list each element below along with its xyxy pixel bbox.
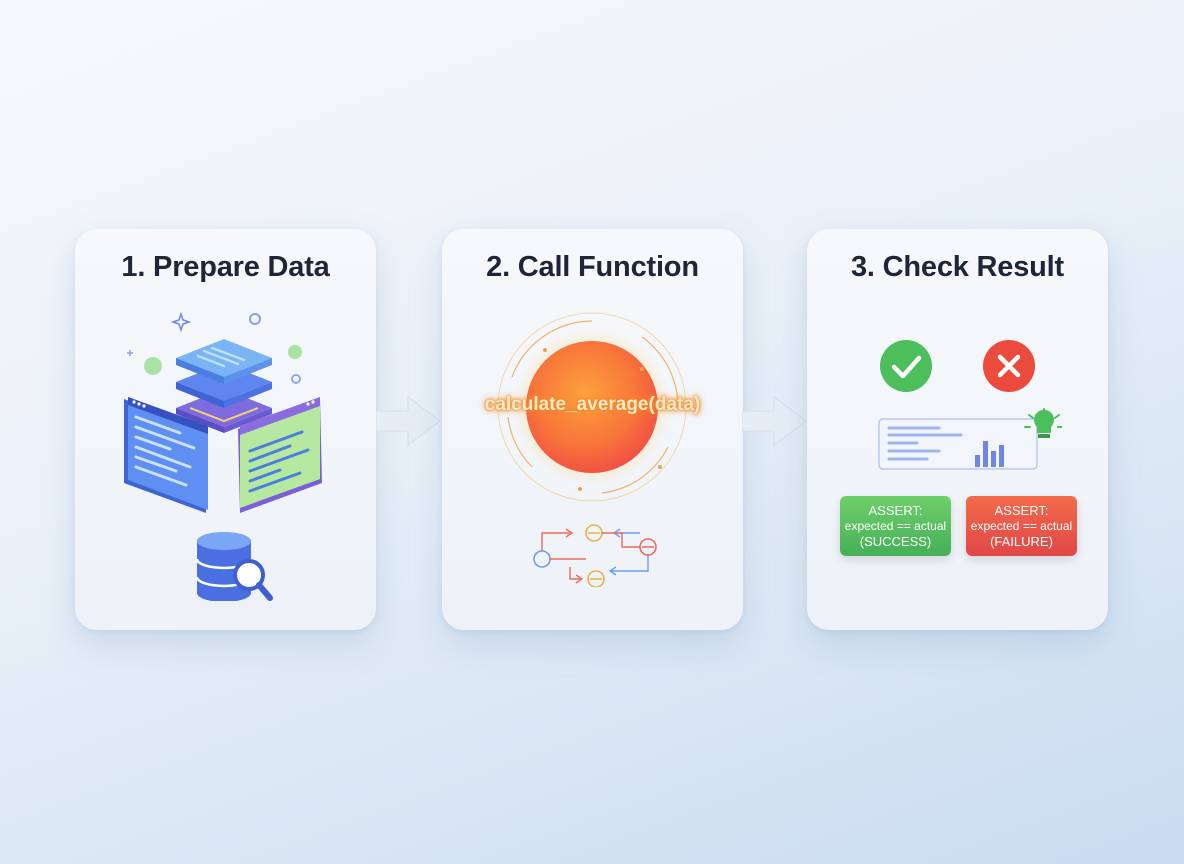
decor-dot bbox=[249, 313, 261, 325]
assert-expression: expected == actual bbox=[970, 519, 1073, 533]
database-search-icon bbox=[195, 532, 273, 601]
flow-circuit-icon bbox=[533, 524, 657, 587]
function-call-label: calculate_average(data) bbox=[484, 394, 701, 415]
flow-arrow bbox=[376, 396, 441, 446]
step-card-prepare-data: 1. Prepare Data bbox=[75, 229, 376, 630]
report-chart-icon bbox=[878, 408, 1062, 470]
data-stack-icon bbox=[124, 311, 322, 601]
step-card-check-result: 3. Check Result ASSERT: expected == actu… bbox=[807, 229, 1108, 630]
code-window-right bbox=[238, 397, 322, 513]
assert-failure-badge: ASSERT: expected == actual (FAILURE) bbox=[966, 496, 1077, 556]
function-orb-icon bbox=[497, 312, 687, 502]
assert-label: ASSERT: bbox=[994, 503, 1049, 518]
assert-status: (FAILURE) bbox=[990, 534, 1053, 549]
layer-stack bbox=[176, 339, 272, 433]
step-title: 3. Check Result bbox=[851, 251, 1064, 283]
decor-dot bbox=[144, 357, 162, 375]
assert-label: ASSERT: bbox=[868, 503, 923, 518]
assert-status: (SUCCESS) bbox=[859, 534, 932, 549]
assert-success-badge: ASSERT: expected == actual (SUCCESS) bbox=[840, 496, 951, 556]
assert-expression: expected == actual bbox=[844, 519, 947, 533]
lightbulb-icon bbox=[1024, 408, 1062, 438]
step-title: 2. Call Function bbox=[486, 251, 699, 283]
decor-dot bbox=[288, 345, 302, 359]
step-title: 1. Prepare Data bbox=[121, 251, 330, 283]
code-window-left bbox=[124, 397, 208, 513]
decor-dot bbox=[291, 374, 301, 384]
flow-arrow bbox=[742, 396, 807, 446]
sparkle-icon bbox=[170, 311, 192, 333]
plus-icon bbox=[127, 350, 133, 356]
cross-failure-icon bbox=[983, 340, 1035, 392]
check-success-icon bbox=[880, 340, 932, 392]
step-card-call-function: 2. Call Function calculate_average(data) bbox=[442, 229, 743, 630]
